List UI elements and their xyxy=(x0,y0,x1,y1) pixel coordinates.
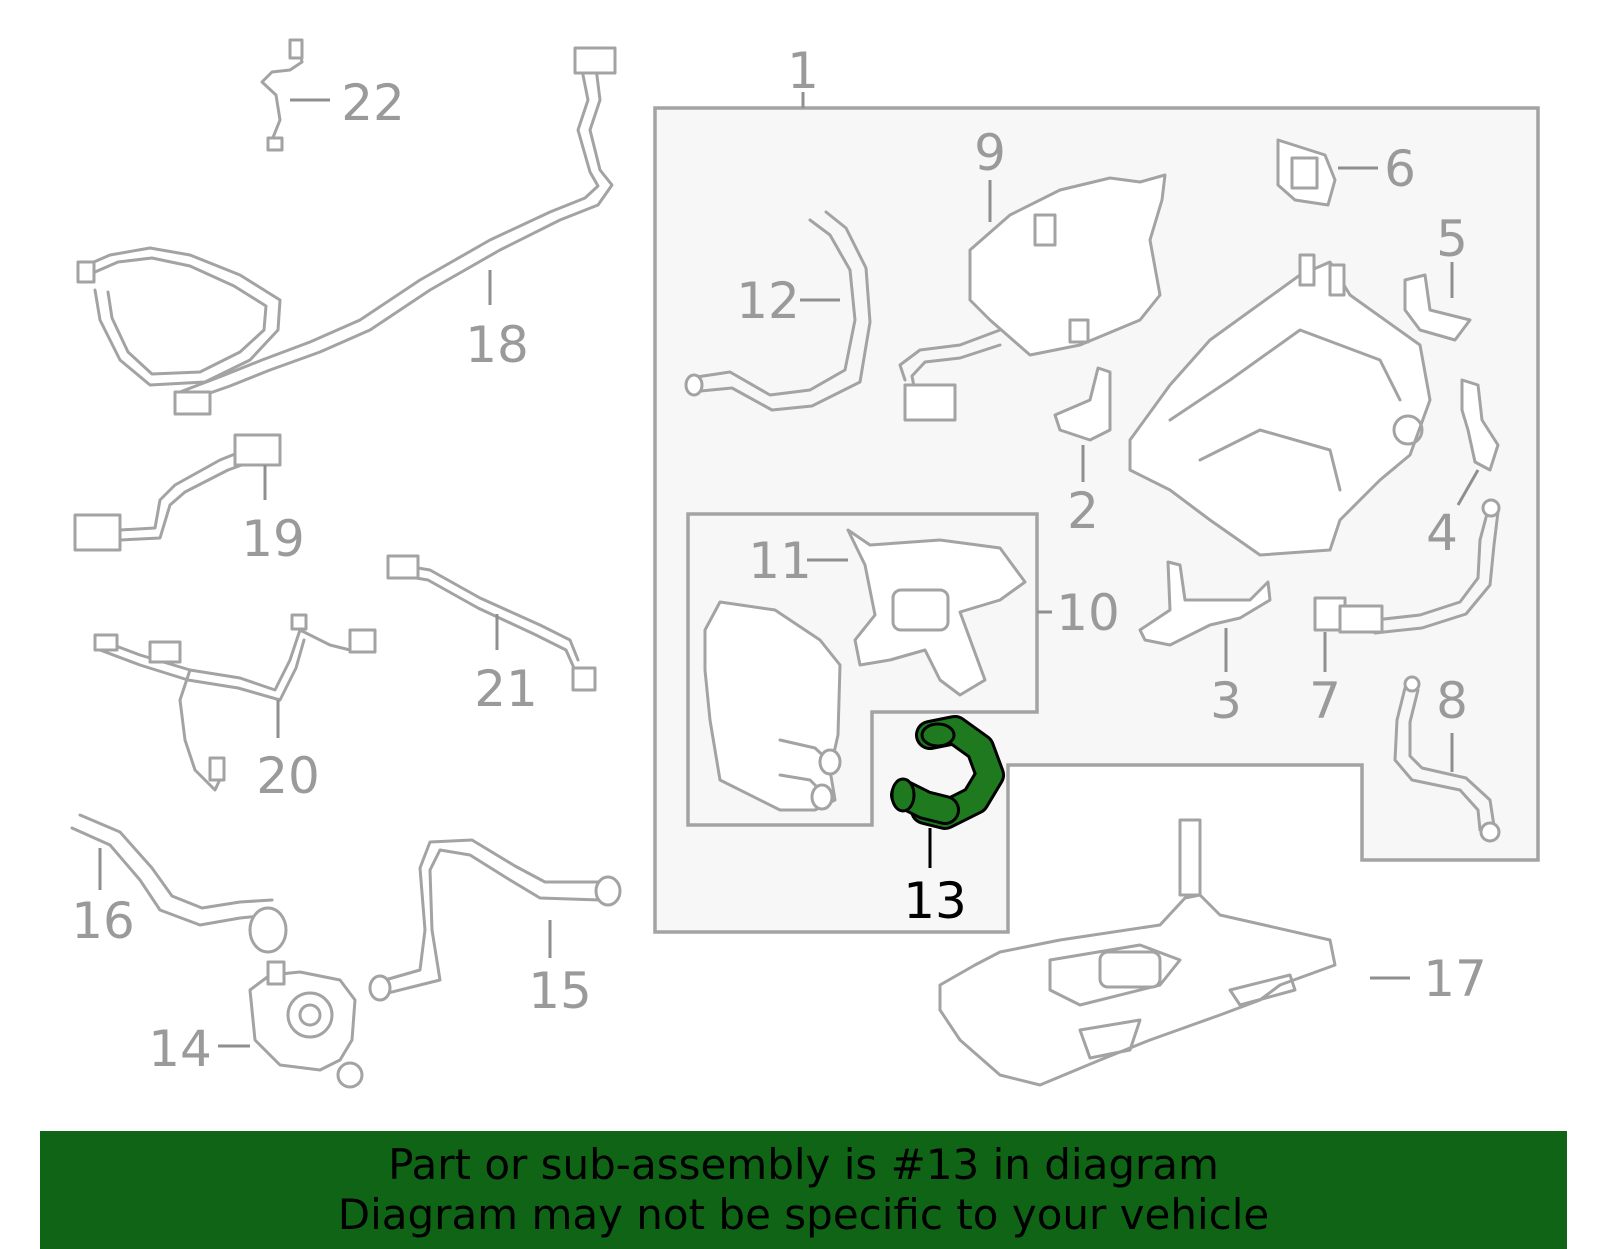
callout-9: 9 xyxy=(974,124,1006,182)
callout-8: 8 xyxy=(1436,672,1468,730)
part-6-bracket xyxy=(1276,138,1337,207)
part-7-cable xyxy=(1313,498,1501,635)
part-13-hose-highlighted xyxy=(890,715,1005,830)
callout-1: 1 xyxy=(787,42,819,100)
part-21-wire xyxy=(386,554,597,692)
part-16-hose xyxy=(70,813,288,954)
callout-4: 4 xyxy=(1426,504,1458,562)
callout-12: 12 xyxy=(736,272,800,330)
callout-11: 11 xyxy=(748,532,812,590)
banner-line-2: Diagram may not be specific to your vehi… xyxy=(337,1190,1270,1239)
callout-13: 13 xyxy=(903,872,967,930)
callout-7: 7 xyxy=(1309,672,1341,730)
power-unit xyxy=(1128,253,1432,557)
callout-16: 16 xyxy=(71,892,135,950)
callout-14: 14 xyxy=(148,1020,212,1078)
banner-line-1: Part or sub-assembly is #13 in diagram xyxy=(388,1140,1219,1189)
part-11-bracket xyxy=(846,528,1027,697)
part-22-wire xyxy=(260,38,304,152)
callout-19: 19 xyxy=(241,510,305,568)
callout-21: 21 xyxy=(474,660,538,718)
part-10-module xyxy=(703,600,842,812)
callout-10: 10 xyxy=(1056,584,1120,642)
part-8-cable xyxy=(1393,675,1501,843)
part-2-bracket xyxy=(1053,366,1112,442)
parts-diagram: 1 2 3 4 5 6 7 8 9 10 11 12 13 14 15 16 1… xyxy=(70,38,1540,1089)
part-14-pump xyxy=(248,960,364,1089)
callout-2: 2 xyxy=(1067,482,1099,540)
callout-15: 15 xyxy=(528,962,592,1020)
callout-18: 18 xyxy=(465,316,529,374)
part-18-harness xyxy=(76,46,617,416)
callout-20: 20 xyxy=(256,747,320,805)
info-banner: Part or sub-assembly is #13 in diagram D… xyxy=(40,1131,1567,1249)
part-19-harness xyxy=(73,433,282,552)
callout-3: 3 xyxy=(1210,672,1242,730)
leader-4 xyxy=(1456,469,1480,506)
part-3-bracket xyxy=(1138,560,1272,647)
part-17-tray xyxy=(938,818,1337,1087)
callout-6: 6 xyxy=(1384,140,1416,198)
callout-17: 17 xyxy=(1423,950,1487,1008)
part-4-bracket xyxy=(1460,378,1500,472)
part-5-bracket xyxy=(1403,273,1472,342)
callout-5: 5 xyxy=(1436,210,1468,268)
callout-22: 22 xyxy=(341,74,405,132)
part-9-charger xyxy=(898,173,1167,422)
part-15-hose xyxy=(368,838,622,1002)
part-20-harness xyxy=(93,613,377,792)
part-12-hose xyxy=(684,210,872,412)
